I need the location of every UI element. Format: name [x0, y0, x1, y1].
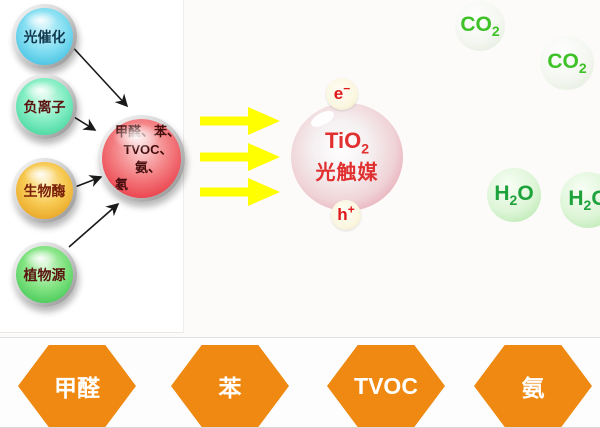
- yellow-arrow-middle: [200, 143, 280, 171]
- yellow-arrow-bottom: [200, 178, 280, 206]
- tio2-formula: TiO2: [324, 127, 370, 157]
- h2o-bubble: H2O: [487, 168, 541, 222]
- catalyst-name: 光触媒: [315, 162, 379, 185]
- formula-base: TiO: [324, 127, 362, 153]
- molecule-suffix: O: [517, 181, 534, 205]
- hole-particle: h+: [331, 200, 361, 230]
- sphere-label: 负离子: [23, 98, 66, 115]
- molecule-label: H2O: [494, 182, 533, 208]
- hexagon-label: 氨: [521, 375, 545, 401]
- sphere-bio-enzyme: 生物酶: [12, 158, 77, 223]
- pollutant-line: 甲醛、苯、: [115, 124, 181, 140]
- sphere-negative-ion: 负离子: [12, 74, 77, 139]
- sphere-label: 光催化: [23, 28, 66, 45]
- hexagon-ammonia: 氨: [474, 345, 592, 427]
- sphere-pollutants: 甲醛、苯、 TVOC、氨、 氡: [98, 115, 185, 202]
- sphere-plant-source: 植物源: [12, 242, 77, 307]
- yellow-arrow-top: [200, 107, 280, 135]
- pollutant-strip: 甲醛 苯 TVOC 氨: [0, 337, 600, 428]
- co2-bubble: CO2: [455, 1, 505, 51]
- hexagon-tvoc: TVOC: [327, 345, 445, 427]
- electron-particle: e−: [326, 78, 358, 110]
- molecule-base: CO: [460, 12, 492, 36]
- formula-subscript: 2: [361, 140, 370, 156]
- molecule-label: H2O: [568, 187, 600, 213]
- hole-symbol: h: [337, 205, 348, 224]
- electron-charge-sign: −: [343, 81, 351, 96]
- molecule-subscript: 2: [578, 60, 587, 77]
- molecule-label: CO2: [460, 13, 499, 39]
- sphere-photocatalysis: 光催化: [12, 4, 77, 69]
- hexagon-benzene: 苯: [171, 345, 289, 427]
- hexagon-formaldehyde: 甲醛: [18, 345, 136, 427]
- hole-charge-sign: +: [347, 202, 355, 217]
- molecule-subscript: 2: [491, 23, 500, 40]
- hexagon-label: TVOC: [354, 372, 418, 399]
- pollutant-line: TVOC、氨、: [123, 141, 173, 175]
- molecule-subscript: 2: [509, 192, 518, 209]
- electron-symbol: e: [333, 84, 344, 103]
- sphere-label: 生物酶: [23, 182, 66, 199]
- sphere-label: 植物源: [23, 266, 66, 283]
- tio2-catalyst-bubble: TiO2 光触媒: [291, 103, 403, 211]
- molecule-label: CO2: [547, 50, 586, 76]
- hexagon-label: 苯: [218, 375, 242, 401]
- hexagon-label: 甲醛: [54, 375, 100, 401]
- molecule-subscript: 2: [583, 197, 592, 214]
- molecule-base: H: [494, 181, 510, 205]
- molecule-base: H: [568, 186, 584, 210]
- molecule-base: CO: [547, 49, 579, 73]
- h2o-bubble: H2O: [560, 172, 600, 228]
- molecule-suffix: O: [591, 186, 600, 210]
- pollutant-line: 氡: [115, 177, 129, 193]
- electron-label: e−: [333, 81, 351, 104]
- hole-label: h+: [337, 202, 355, 225]
- co2-bubble: CO2: [540, 36, 594, 90]
